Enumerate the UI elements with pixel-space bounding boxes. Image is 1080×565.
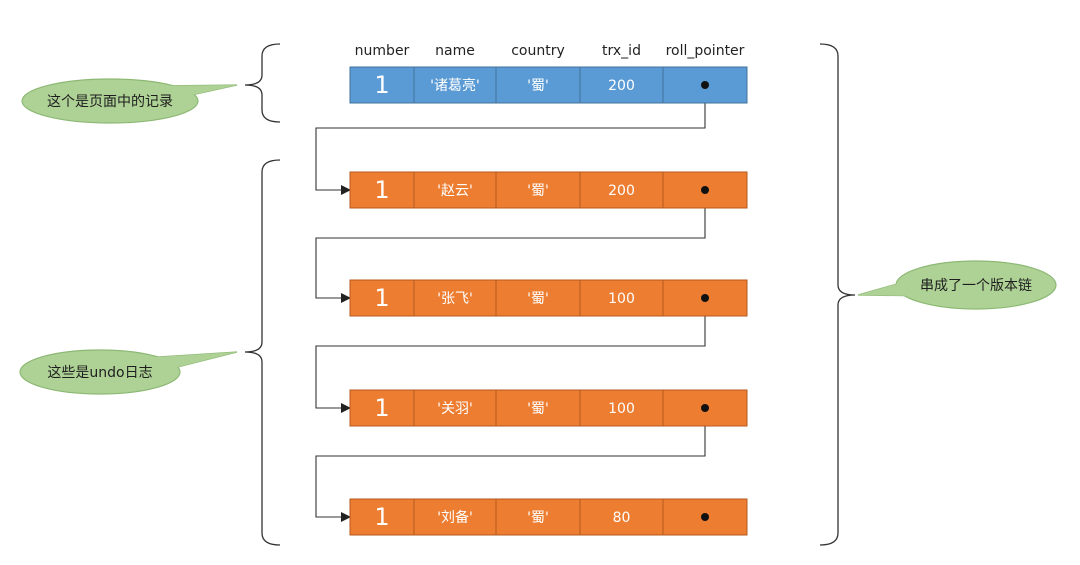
cell-number-value: 1 [374, 284, 389, 312]
cell-number-value: 1 [374, 394, 389, 422]
callout-undo-log: 这些是undo日志 [19, 349, 238, 395]
roll-pointer-link [315, 190, 706, 303]
cell-number [349, 279, 415, 317]
page-record-row: 1 '诸葛亮' '蜀' 200 [349, 66, 748, 104]
callout-version-chain-text: 串成了一个版本链 [920, 278, 1032, 294]
callout-version-chain: 串成了一个版本链 [857, 260, 1057, 310]
cell-country-value: '蜀' [527, 510, 549, 526]
cell-trx-id-value: 80 [613, 510, 631, 526]
undo-log-row: 1 '张飞' '蜀' 100 [349, 279, 748, 317]
cell-number [349, 171, 415, 209]
cell-country-value: '蜀' [527, 401, 549, 417]
cell-trx-id [579, 389, 664, 427]
roll-pointer-link [315, 408, 706, 522]
cell-trx-id-value: 200 [608, 78, 635, 94]
callout-tail-fill [142, 352, 237, 370]
cell-name-value: '张飞' [437, 291, 473, 307]
callout-page-record: 这个是页面中的记录 [21, 78, 238, 124]
cell-country [495, 279, 581, 317]
undo-log-row: 1 '刘备' '蜀' 80 [349, 498, 748, 536]
column-header-name: name [435, 43, 475, 59]
callout-tail-fill [152, 85, 237, 98]
roll-pointer-links [315, 85, 706, 522]
roll-pointer-dot [701, 513, 709, 521]
roll-pointer-link [315, 85, 706, 195]
cell-number [349, 66, 415, 104]
callout-page-record-text: 这个是页面中的记录 [47, 93, 173, 110]
roll-pointer-dot [701, 81, 709, 89]
roll-pointer-dot [701, 404, 709, 412]
cell-name [413, 498, 497, 536]
undo-log-brace [244, 159, 281, 546]
page-record-brace [244, 43, 281, 123]
undo-log-row: 1 '关羽' '蜀' 100 [349, 389, 748, 427]
cell-trx-id [579, 66, 664, 104]
column-header-roll-pointer: roll_pointer [666, 43, 745, 59]
column-headers: number name country trx_id roll_pointer [355, 43, 745, 59]
column-header-country: country [511, 43, 565, 59]
cell-country [495, 66, 581, 104]
roll-pointer-dot [701, 186, 709, 194]
cell-name-value: '关羽' [437, 401, 473, 417]
cell-number [349, 498, 415, 536]
cell-country [495, 389, 581, 427]
cell-country-value: '蜀' [527, 183, 549, 199]
cell-trx-id [579, 279, 664, 317]
cell-number-value: 1 [374, 503, 389, 531]
cell-trx-id [579, 498, 664, 536]
cell-country-value: '蜀' [527, 291, 549, 307]
roll-pointer-link [315, 298, 706, 413]
cell-trx-id-value: 200 [608, 183, 635, 199]
undo-log-row: 1 '赵云' '蜀' 200 [349, 171, 748, 209]
cell-name [413, 279, 497, 317]
callout-bubble [21, 78, 199, 124]
column-header-trx-id: trx_id [602, 43, 641, 59]
callout-tail-fill [858, 278, 926, 296]
cell-name-value: '刘备' [437, 509, 473, 526]
cell-country-value: '蜀' [527, 78, 549, 94]
cell-trx-id [579, 171, 664, 209]
version-chain-brace [819, 43, 856, 546]
cell-number-value: 1 [374, 176, 389, 204]
cell-name [413, 66, 497, 104]
column-header-number: number [355, 43, 410, 59]
cell-name-value: '诸葛亮' [430, 77, 480, 94]
cell-name-value: '赵云' [437, 183, 473, 199]
cell-number-value: 1 [374, 71, 389, 99]
record-rows: 1 '诸葛亮' '蜀' 200 1 '赵云' '蜀' 200 1 '张飞' '蜀' 100 1 '关羽' '… [349, 66, 748, 536]
cell-trx-id-value: 100 [608, 291, 635, 307]
roll-pointer-dot [701, 294, 709, 302]
callout-undo-log-text: 这些是undo日志 [47, 364, 152, 381]
cell-trx-id-value: 100 [608, 401, 635, 417]
callout-bubble [19, 349, 181, 395]
